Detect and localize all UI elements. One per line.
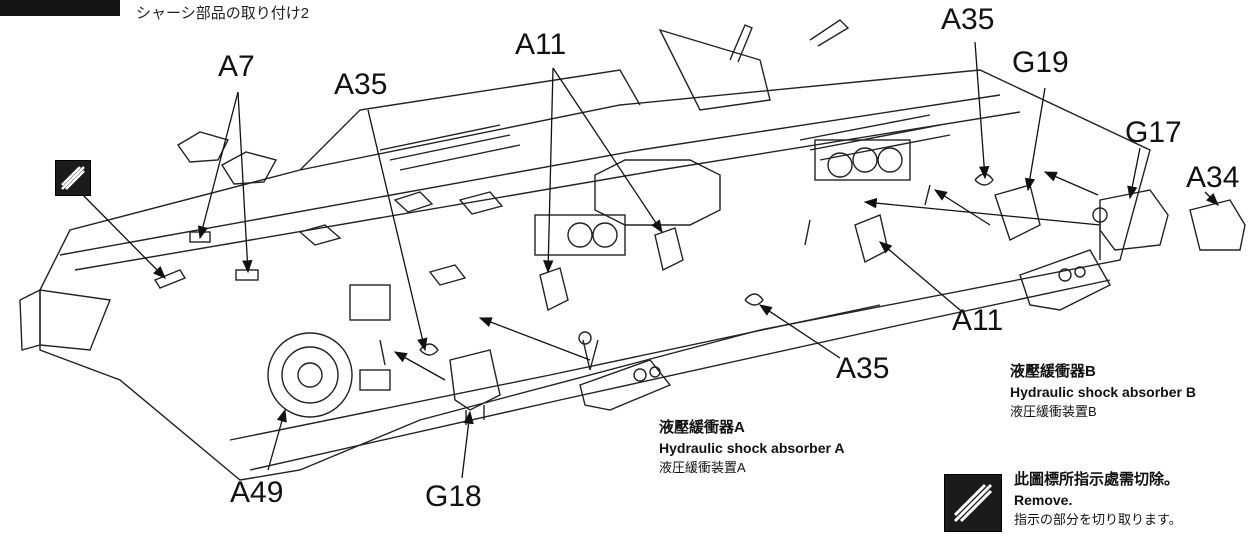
note-shock-absorber-a: 液壓緩衝器A Hydraulic shock absorber A 液圧緩衝装置… (659, 418, 844, 478)
shock-absorber-b (1019, 249, 1111, 311)
cutter-remove-icon (944, 474, 1002, 532)
label-a35-mid: A35 (836, 352, 890, 385)
label-g17: G17 (1125, 116, 1182, 149)
note-a-chinese: 液壓緩衝器A (659, 419, 745, 436)
remove-english: Remove. (1014, 492, 1073, 508)
note-a-japanese: 液圧緩衝装置A (659, 460, 746, 475)
remove-chinese: 此圖標所指示處需切除。 (1014, 471, 1180, 488)
remove-japanese: 指示の部分を切り取ります。 (1014, 512, 1182, 527)
plate-g17 (1099, 189, 1169, 251)
note-b-english: Hydraulic shock absorber B (1010, 384, 1196, 400)
hatch-a7-2 (221, 151, 278, 185)
note-b-chinese: 液壓緩衝器B (1010, 363, 1096, 380)
label-g19: G19 (1012, 46, 1069, 79)
note-shock-absorber-b: 液壓緩衝器B Hydraulic shock absorber B 液圧緩衝装置… (1010, 362, 1196, 422)
label-a11-top: A11 (515, 28, 567, 61)
shock-absorber-a (579, 359, 672, 411)
label-a49: A49 (230, 476, 284, 509)
label-a34: A34 (1186, 161, 1240, 194)
drive-sprocket (267, 332, 353, 418)
hull-outline (39, 69, 1151, 481)
bracket-g18 (449, 349, 501, 411)
bracket-g19 (994, 184, 1041, 241)
page-title: シャーシ部品の取り付け2 (136, 5, 310, 22)
cutter-remove-icon (55, 160, 91, 196)
label-g18: G18 (425, 480, 482, 513)
note-b-japanese: 液圧緩衝装置B (1010, 404, 1097, 419)
remove-legend: 此圖標所指示處需切除。 Remove. 指示の部分を切り取ります。 (944, 470, 1244, 534)
label-a35-top: A35 (941, 3, 995, 36)
label-a35-left: A35 (334, 68, 388, 101)
step-badge (0, 0, 120, 16)
note-a-english: Hydraulic shock absorber A (659, 440, 845, 456)
label-a11-right: A11 (952, 304, 1004, 337)
label-a7: A7 (218, 50, 255, 83)
part-a34 (1189, 199, 1246, 251)
